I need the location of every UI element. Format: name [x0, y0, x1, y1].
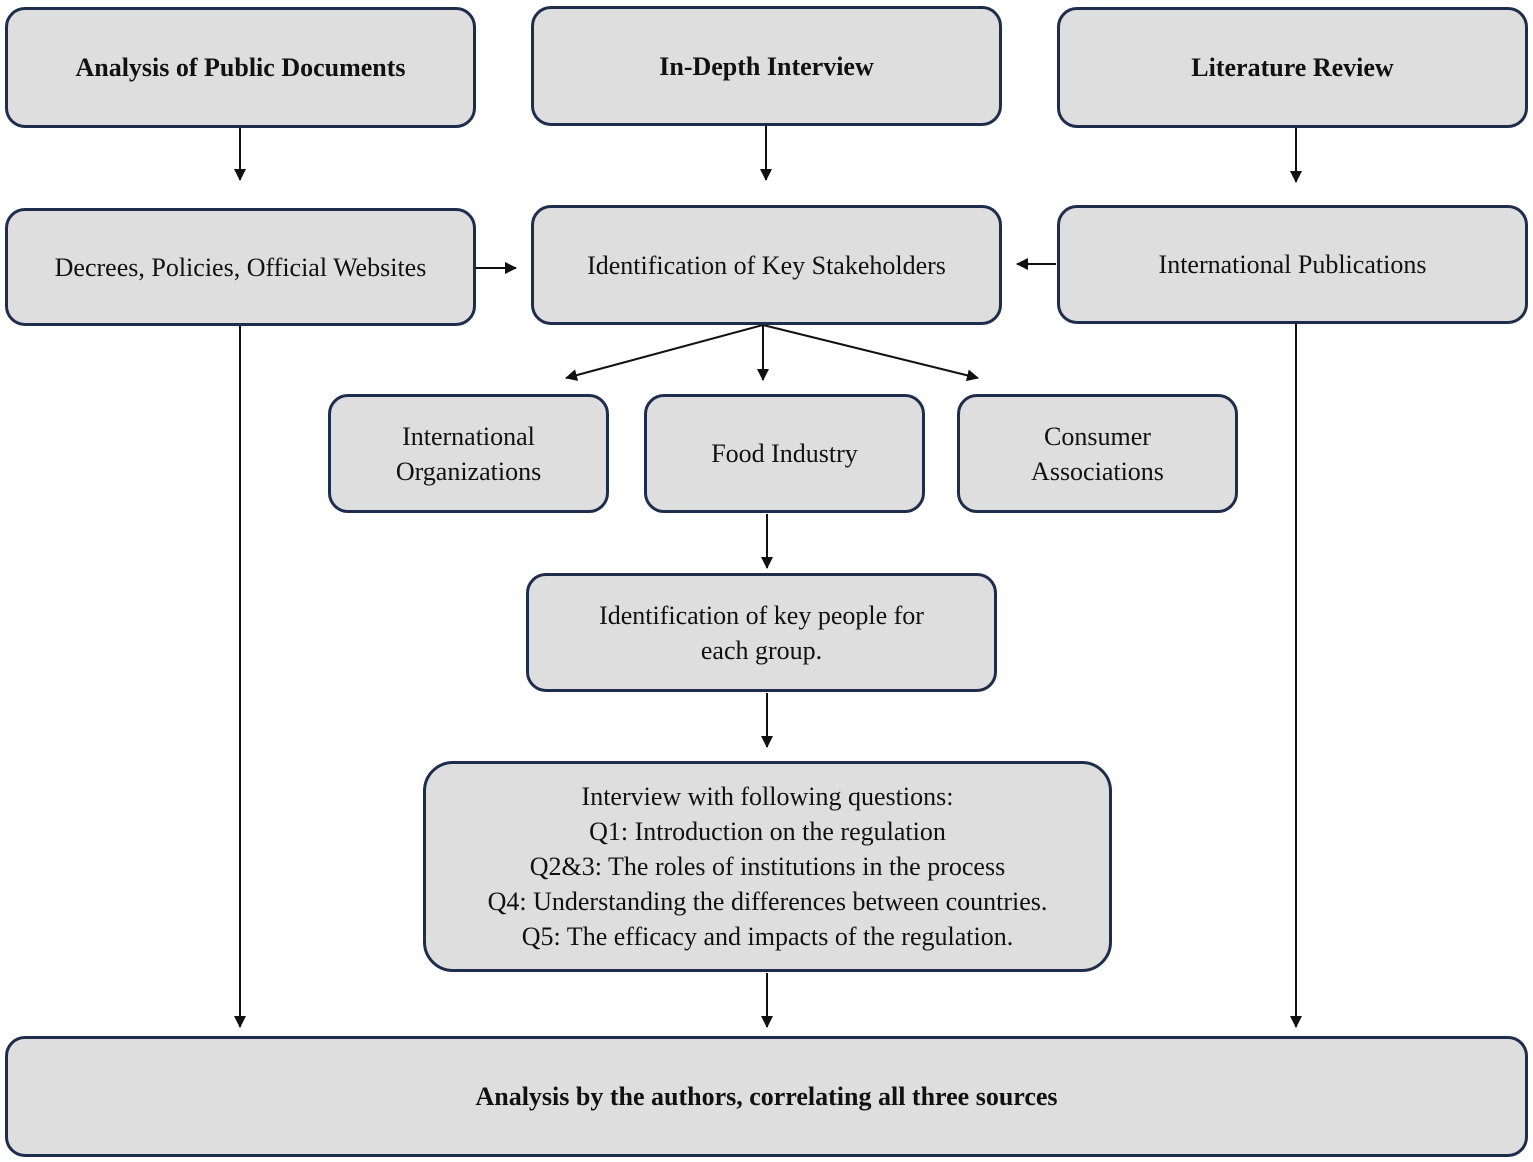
question-q1: Q1: Introduction on the regulation: [589, 817, 946, 846]
node-label-line-2: Associations: [1031, 456, 1164, 486]
node-label: In-Depth Interview: [659, 51, 874, 81]
questions-intro: Interview with following questions:: [581, 782, 954, 811]
node-international-publications: International Publications: [1057, 205, 1528, 324]
node-label-line-1: Consumer: [1044, 421, 1151, 451]
node-international-organizations: International Organizations: [328, 394, 609, 513]
node-label: Decrees, Policies, Official Websites: [54, 252, 427, 282]
node-label: Identification of Key Stakeholders: [587, 250, 946, 280]
node-consumer-associations: Consumer Associations: [957, 394, 1238, 513]
question-q2-3: Q2&3: The roles of institutions in the p…: [529, 852, 1006, 881]
node-label-line-1: International: [402, 421, 535, 451]
node-identification-of-key-people: Identification of key people for each gr…: [526, 573, 997, 692]
node-in-depth-interview: In-Depth Interview: [531, 6, 1002, 126]
node-label: Analysis of Public Documents: [75, 53, 406, 82]
arrow-stakeholders-to-intl-orgs: [565, 324, 764, 381]
question-q5: Q5: The efficacy and impacts of the regu…: [521, 922, 1014, 951]
node-label-line-1: Identification of key people for: [599, 600, 924, 630]
node-label: Food Industry: [711, 439, 858, 468]
node-interview-questions: Interview with following questions: Q1: …: [423, 761, 1112, 972]
node-identification-of-key-stakeholders: Identification of Key Stakeholders: [531, 205, 1002, 325]
node-label-line-2: each group.: [700, 635, 823, 665]
node-label-line-2: Organizations: [395, 456, 542, 486]
node-analysis-of-public-documents: Analysis of Public Documents: [5, 7, 476, 128]
node-label: Analysis by the authors, correlating all…: [475, 1082, 1058, 1111]
arrow-stakeholders-to-consumer-assoc: [762, 324, 979, 382]
question-q4: Q4: Understanding the differences betwee…: [487, 887, 1048, 916]
node-analysis-by-authors: Analysis by the authors, correlating all…: [5, 1036, 1528, 1157]
node-label: Literature Review: [1191, 53, 1394, 82]
node-decrees-policies-websites: Decrees, Policies, Official Websites: [5, 208, 476, 326]
node-food-industry: Food Industry: [644, 394, 925, 513]
node-literature-review: Literature Review: [1057, 7, 1528, 128]
node-label: International Publications: [1158, 250, 1427, 279]
